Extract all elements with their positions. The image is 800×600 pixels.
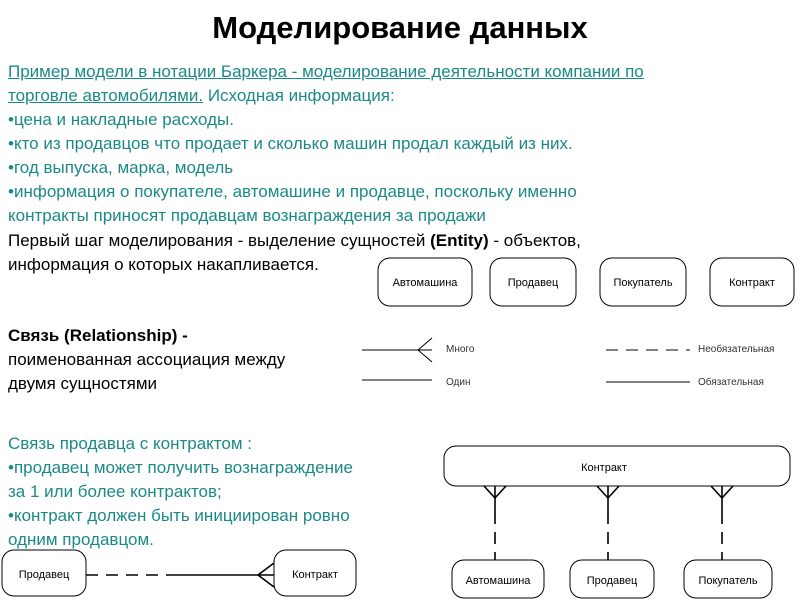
connector-seller-fork-left (596, 485, 609, 499)
bottom-box-seller (569, 559, 655, 599)
intro-bullet: •кто из продавцов что продает и сколько … (8, 134, 573, 153)
intro-bullet: •информация о покупателе, автомашине и п… (8, 182, 577, 201)
seller-contract-fork-top (257, 562, 275, 576)
bottom-box-car-label: Автомашина (466, 575, 532, 587)
entity-box-contract (709, 257, 795, 307)
entity-step-bold: (Entity) (430, 231, 489, 250)
seller-contract-text: Связь продавца с контрактом : •продавец … (8, 432, 428, 552)
legend-one-label: Один (446, 377, 471, 388)
seller-contract-line: •продавец может получить вознаграждение (8, 458, 353, 477)
contract-box-small-label: Контракт (292, 569, 338, 581)
relationship-heading: Связь (Relationship) - (8, 324, 348, 348)
intro-line-2-rest: Исходная информация: (203, 86, 395, 105)
relationship-line-3: двумя сущностями (8, 374, 158, 393)
bottom-box-car (451, 559, 545, 599)
connector-buyer-fork-left (710, 485, 723, 499)
seller-contract-line: •контракт должен быть инициирован ровно (8, 506, 350, 525)
entity-label-contract: Контракт (729, 277, 775, 289)
intro-bullet: контракты приносят продавцам вознагражде… (8, 206, 486, 225)
seller-contract-header: Связь продавца с контрактом : (8, 434, 252, 453)
connector-buyer-fork-right (721, 485, 734, 499)
bottom-box-buyer-label: Покупатель (698, 575, 757, 587)
entity-label-car: Автомашина (393, 277, 459, 289)
page-title: Моделирование данных (212, 10, 588, 45)
intro-block: Пример модели в нотации Баркера - модели… (8, 60, 788, 228)
legend-many-label: Много (446, 344, 475, 355)
contract-diagram: Контракт Автомашина Продавец Покупатель (443, 445, 791, 599)
contract-box-large (443, 445, 791, 487)
relationship-definition: Связь (Relationship) - поименованная асс… (8, 324, 348, 396)
intro-line-1: Пример модели в нотации Баркера - модели… (8, 60, 788, 84)
contract-box-small (273, 549, 357, 597)
seller-contract-diagram: Продавец Контракт (1, 549, 357, 597)
connector-car-fork-right (494, 485, 507, 499)
contract-box-large-label: Контракт (581, 462, 627, 474)
seller-contract-line: за 1 или более контрактов; (8, 482, 222, 501)
seller-box-label: Продавец (19, 569, 70, 581)
intro-line-1-text: Пример модели в нотации Баркера - модели… (8, 62, 644, 81)
legend-many-fork-bottom (417, 349, 433, 363)
relationship-line-2: поименованная ассоциация между (8, 350, 286, 369)
connector-car-fork-left (483, 485, 496, 499)
entity-label-buyer: Покупатель (613, 277, 672, 289)
legend-optional-label: Необязательная (698, 343, 774, 355)
seller-contract-line: одним продавцом. (8, 530, 154, 549)
entity-step-text: Первый шаг моделирования - выделение сущ… (8, 229, 708, 277)
entity-step-line-2: информация о которых накапливается. (8, 255, 319, 274)
entity-step-line-1: Первый шаг моделирования - выделение сущ… (8, 229, 708, 253)
seller-contract-fork-bottom (257, 574, 275, 588)
bottom-box-buyer (683, 559, 773, 599)
seller-box (1, 549, 87, 597)
relationship-heading-bold: Связь (Relationship) - (8, 326, 188, 345)
intro-bullet: •цена и накладные расходы. (8, 110, 234, 129)
entity-step-after: - объектов, (488, 231, 581, 250)
legend: Много Один Необязательная Обязательная (362, 337, 774, 388)
entity-label-seller: Продавец (508, 277, 559, 289)
intro-line-2-underlined: торговле автомобилями. (8, 86, 204, 105)
intro-line-2: торговле автомобилями. Исходная информац… (8, 84, 788, 108)
connector-seller-fork-right (607, 485, 620, 499)
intro-bullet: •год выпуска, марка, модель (8, 158, 234, 177)
legend-mandatory-label: Обязательная (698, 376, 764, 388)
legend-many-fork-top (417, 337, 433, 351)
entity-step-before: Первый шаг моделирования - выделение сущ… (8, 231, 431, 250)
bottom-box-seller-label: Продавец (587, 575, 638, 587)
